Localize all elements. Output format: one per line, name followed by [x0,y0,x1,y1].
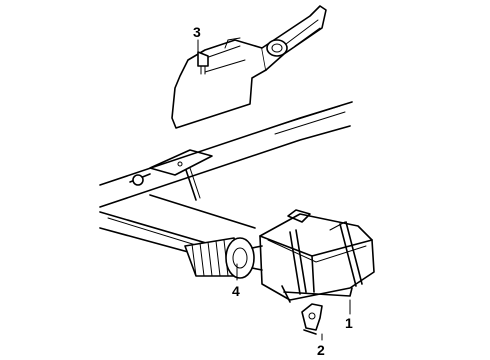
air-intake-duct [171,5,327,129]
radiator-support-frame [99,101,353,263]
leader-lines [197,39,351,341]
air-cleaner-assembly [259,209,375,303]
callout-4: 4 [232,283,240,299]
callout-3: 3 [193,24,201,40]
callout-2: 2 [317,342,325,358]
callout-1: 1 [345,315,353,331]
mounting-bracket [301,303,323,335]
intake-hose [184,237,263,279]
